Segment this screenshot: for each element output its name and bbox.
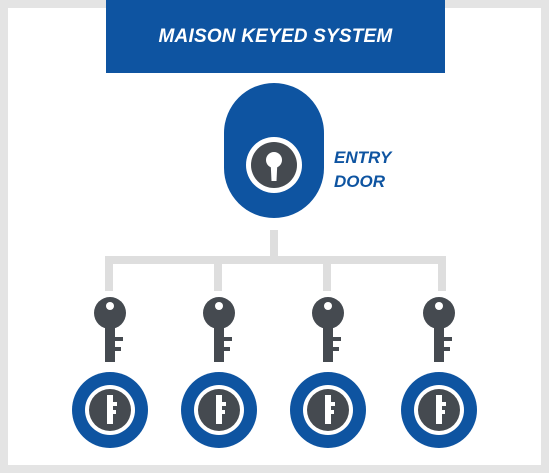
entry-label-line-1: ENTRY bbox=[334, 148, 392, 167]
entry-door-label: ENTRY DOOR bbox=[334, 146, 391, 194]
connector-lines bbox=[105, 230, 446, 291]
lock-cylinder-icon bbox=[401, 372, 477, 448]
lock-cylinder-icon bbox=[181, 372, 257, 448]
branch-drop-3 bbox=[323, 256, 331, 291]
branch-drop-4 bbox=[438, 256, 446, 291]
lock-cylinder-icon bbox=[290, 372, 366, 448]
branch-bar bbox=[105, 256, 446, 264]
lock-cylinder-icon bbox=[72, 372, 148, 448]
keyhole-icon bbox=[246, 137, 302, 193]
branch-drop-1 bbox=[105, 256, 113, 291]
key-icon bbox=[423, 297, 455, 362]
branch-drop-2 bbox=[214, 256, 222, 291]
key-icon bbox=[312, 297, 344, 362]
trunk-line bbox=[270, 230, 278, 262]
diagram-title: MAISON KEYED SYSTEM bbox=[158, 25, 393, 47]
entry-door-lock bbox=[224, 83, 324, 218]
entry-label-line-2: DOOR bbox=[334, 172, 385, 191]
title-banner: MAISON KEYED SYSTEM bbox=[106, 0, 445, 73]
key-icon bbox=[94, 297, 126, 362]
key-icon bbox=[203, 297, 235, 362]
